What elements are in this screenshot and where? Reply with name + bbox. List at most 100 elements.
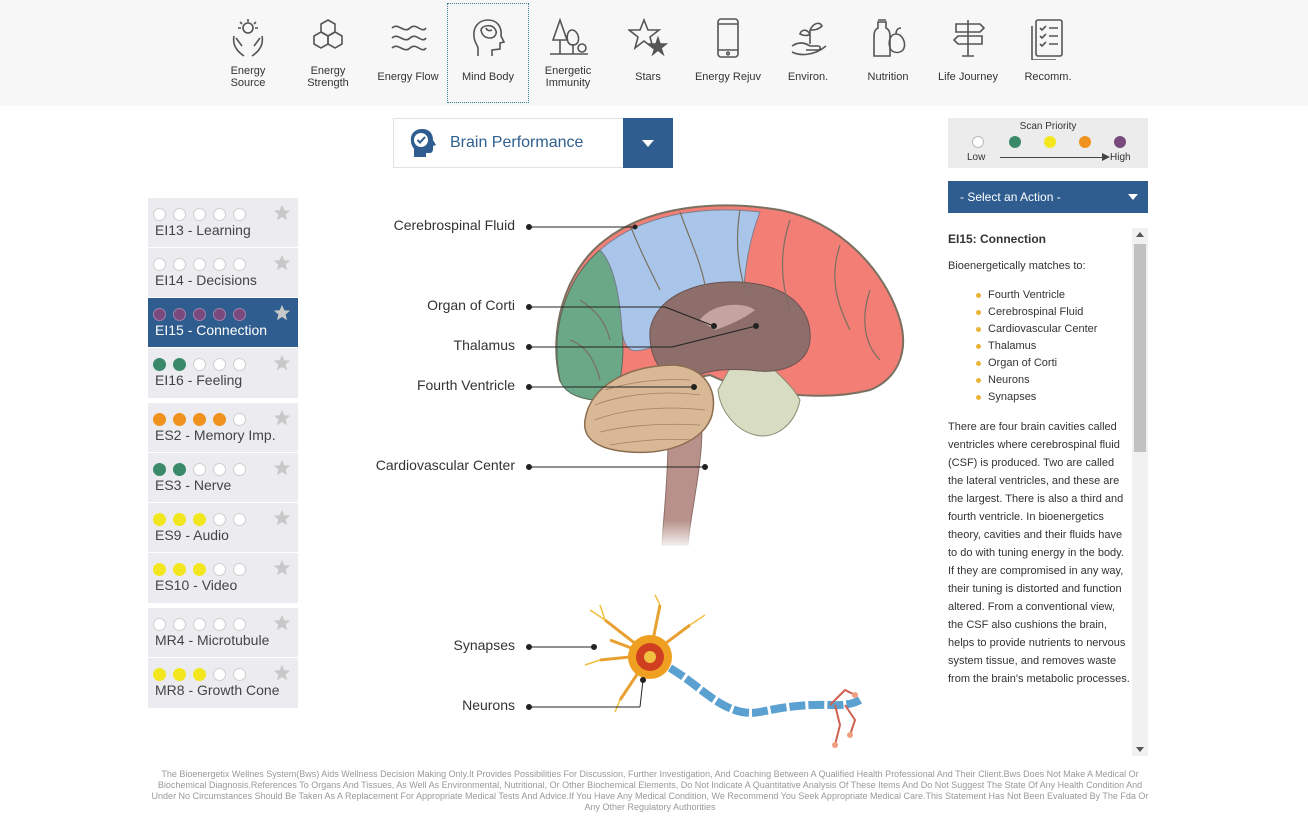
scan-item[interactable]: EI15 - Connection	[148, 298, 298, 348]
priority-dot	[213, 308, 226, 321]
priority-dot	[173, 208, 186, 221]
scan-item[interactable]: EI16 - Feeling	[148, 348, 298, 398]
waves-icon	[386, 12, 430, 64]
priority-dot	[153, 258, 166, 271]
info-subtitle: Bioenergetically matches to:	[948, 260, 1086, 272]
scan-item[interactable]: ES10 - Video	[148, 553, 298, 603]
match-item: Cerebrospinal Fluid	[976, 304, 1132, 321]
nav-item-label: Life Journey	[938, 71, 998, 83]
arrow-right-icon	[1102, 153, 1110, 161]
priority-dot	[173, 618, 186, 631]
disclaimer: The Bioenergetix Wellnes System(Bws) Aid…	[151, 769, 1149, 812]
info-description: There are four brain cavities called ven…	[948, 421, 1130, 685]
action-select[interactable]: - Select an Action -	[948, 181, 1148, 213]
star-icon[interactable]	[273, 254, 291, 272]
info-panel[interactable]: EI15: Connection Bioenergetically matche…	[948, 228, 1148, 756]
star-icon[interactable]	[273, 664, 291, 682]
scan-item[interactable]: EI14 - Decisions	[148, 248, 298, 298]
scan-item[interactable]: ES9 - Audio	[148, 503, 298, 553]
priority-dot	[213, 668, 226, 681]
scroll-down-icon[interactable]	[1136, 747, 1144, 752]
scan-item[interactable]: MR8 - Growth Cone	[148, 658, 298, 708]
hand-plant-icon	[786, 12, 830, 64]
category-select-arrow[interactable]	[623, 118, 673, 168]
scan-item[interactable]: MR4 - Microtubule	[148, 608, 298, 658]
scan-item-label: ES10 - Video	[155, 577, 238, 593]
nav-item-label: Mind Body	[462, 71, 514, 83]
scan-item[interactable]: ES2 - Memory Imp.	[148, 403, 298, 453]
nav-item-energy-source[interactable]: Energy Source	[208, 4, 288, 102]
priority-dot	[153, 668, 166, 681]
priority-dot	[153, 563, 166, 576]
star-icon[interactable]	[273, 304, 291, 322]
scan-item[interactable]: ES3 - Nerve	[148, 453, 298, 503]
star-icon[interactable]	[273, 354, 291, 372]
nav-item-stars[interactable]: Stars	[608, 4, 688, 102]
priority-dot	[193, 413, 206, 426]
priority-dot	[173, 413, 186, 426]
info-scrollbar[interactable]	[1132, 228, 1148, 756]
priority-dot	[233, 513, 246, 526]
nav-item-label: Energy Rejuv	[694, 71, 762, 83]
star-icon[interactable]	[273, 459, 291, 477]
priority-dot	[193, 563, 206, 576]
priority-dot	[193, 618, 206, 631]
priority-dot	[233, 413, 246, 426]
nav-item-recomm[interactable]: Recomm.	[1008, 4, 1088, 102]
nav-item-energetic-immunity[interactable]: Energetic Immunity	[528, 4, 608, 102]
scan-priority-dot	[1044, 136, 1056, 148]
priority-dots	[153, 618, 253, 631]
priority-dot	[233, 358, 246, 371]
priority-dot	[213, 463, 226, 476]
hands-sun-icon	[226, 12, 270, 64]
match-item: Organ of Corti	[976, 355, 1132, 372]
signpost-icon	[946, 12, 990, 64]
action-select-label: - Select an Action -	[960, 190, 1061, 204]
match-item: Fourth Ventricle	[976, 287, 1132, 304]
category-select[interactable]: Brain Performance	[393, 118, 673, 168]
priority-dots	[153, 463, 253, 476]
scan-priority-title: Scan Priority	[1019, 121, 1077, 132]
star-icon[interactable]	[273, 509, 291, 527]
star-icon[interactable]	[273, 409, 291, 427]
nav-item-energy-strength[interactable]: Energy Strength	[288, 4, 368, 102]
scroll-up-icon[interactable]	[1136, 232, 1144, 237]
nav-item-energy-rejuv[interactable]: Energy Rejuv	[688, 4, 768, 102]
head-check-icon	[410, 129, 436, 157]
nav-item-life-journey[interactable]: Life Journey	[928, 4, 1008, 102]
priority-dot	[193, 358, 206, 371]
priority-dot	[213, 258, 226, 271]
label-thalamus: Thalamus	[453, 337, 515, 353]
priority-dot	[173, 513, 186, 526]
head-brain-icon	[466, 12, 510, 64]
priority-dot	[153, 413, 166, 426]
scan-item-label: ES3 - Nerve	[155, 477, 232, 493]
nav-item-label: Nutrition	[867, 71, 909, 83]
scan-item-label: EI15 - Connection	[155, 322, 268, 338]
priority-dot	[233, 463, 246, 476]
nav-item-mind-body[interactable]: Mind Body	[447, 3, 529, 103]
scan-priority-low: Low	[967, 152, 986, 163]
checklist-icon	[1026, 12, 1070, 64]
star-icon[interactable]	[273, 614, 291, 632]
scan-item[interactable]: EI13 - Learning	[148, 198, 298, 248]
scan-item-label: EI13 - Learning	[155, 222, 251, 238]
bottle-fruit-icon	[866, 12, 910, 64]
nav-item-energy-flow[interactable]: Energy Flow	[368, 4, 448, 102]
star-icon[interactable]	[273, 204, 291, 222]
priority-dot	[213, 208, 226, 221]
match-item: Cardiovascular Center	[976, 321, 1132, 338]
nav-item-nutrition[interactable]: Nutrition	[848, 4, 928, 102]
scan-item-label: EI16 - Feeling	[155, 372, 243, 388]
nav-item-environ[interactable]: Environ.	[768, 4, 848, 102]
match-item: Synapses	[976, 389, 1132, 406]
phone-icon	[706, 12, 750, 64]
priority-dot	[153, 208, 166, 221]
star-icon[interactable]	[273, 559, 291, 577]
scan-priority-high: High	[1110, 152, 1131, 163]
scroll-thumb[interactable]	[1134, 244, 1146, 452]
scan-priority-dot	[1114, 136, 1126, 148]
